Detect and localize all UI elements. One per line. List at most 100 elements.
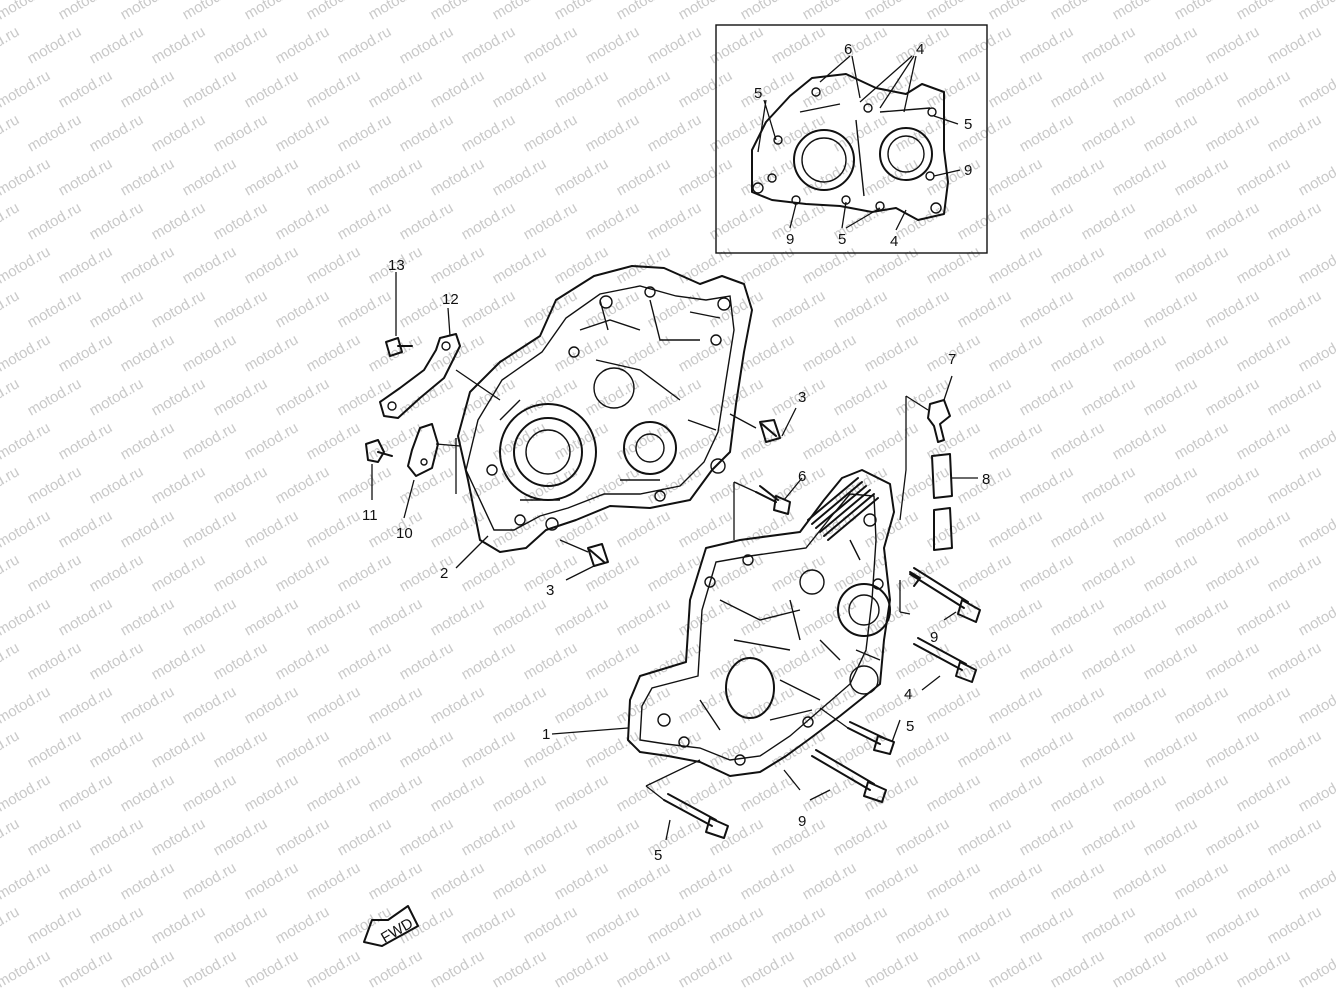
watermark-text: motod.ru <box>521 23 581 67</box>
callout-2: 2 <box>440 565 448 582</box>
watermark-text: motod.ru <box>955 23 1015 67</box>
watermark-text: motod.ru <box>1048 243 1108 287</box>
watermark-text: motod.ru <box>180 595 240 639</box>
watermark-text: motod.ru <box>490 947 550 991</box>
watermark-text: motod.ru <box>459 287 519 331</box>
watermark-text: motod.ru <box>1079 23 1139 67</box>
watermark-text: motod.ru <box>273 23 333 67</box>
callout-11: 11 <box>362 507 378 524</box>
watermark-text: motod.ru <box>1172 243 1232 287</box>
watermark-text: motod.ru <box>614 683 674 727</box>
watermark-text: motod.ru <box>1203 199 1263 243</box>
watermark-text: motod.ru <box>273 815 333 859</box>
watermark-text: motod.ru <box>1172 507 1232 551</box>
watermark-text: motod.ru <box>366 859 426 903</box>
watermark-text: motod.ru <box>614 947 674 991</box>
watermark-text: motod.ru <box>583 639 643 683</box>
watermark-text: motod.ru <box>738 771 798 815</box>
watermark-text: motod.ru <box>1048 331 1108 375</box>
watermark-text: motod.ru <box>1079 815 1139 859</box>
shift-leaders <box>371 272 501 519</box>
watermark-text: motod.ru <box>1172 595 1232 639</box>
watermark-text: motod.ru <box>645 903 705 947</box>
inset-callout-4-top: 4 <box>916 41 924 58</box>
watermark-text: motod.ru <box>56 507 116 551</box>
watermark-text: motod.ru <box>831 815 891 859</box>
watermark-text: motod.ru <box>490 67 550 111</box>
watermark-text: motod.ru <box>366 155 426 199</box>
watermark-text: motod.ru <box>800 947 860 991</box>
watermark-text: motod.ru <box>924 507 984 551</box>
watermark-text: motod.ru <box>1265 23 1325 67</box>
watermark-text: motod.ru <box>149 199 209 243</box>
watermark-text: motod.ru <box>614 507 674 551</box>
watermark-text: motod.ru <box>1048 947 1108 991</box>
watermark-text: motod.ru <box>490 0 550 23</box>
lever-roller <box>387 401 397 411</box>
watermark-text: motod.ru <box>1017 287 1077 331</box>
watermark-text: motod.ru <box>87 551 147 595</box>
watermark-text: motod.ru <box>118 419 178 463</box>
watermark-text: motod.ru <box>986 419 1046 463</box>
watermark-text: motod.ru <box>335 111 395 155</box>
watermark-text: motod.ru <box>25 199 85 243</box>
watermark-text: motod.ru <box>242 419 302 463</box>
watermark-text: motod.ru <box>397 727 457 771</box>
watermark-text: motod.ru <box>583 727 643 771</box>
watermark-text: motod.ru <box>1110 859 1170 903</box>
watermark-text: motod.ru <box>552 683 612 727</box>
watermark-text: motod.ru <box>118 0 178 23</box>
watermark-text: motod.ru <box>738 683 798 727</box>
crankcase-bolts <box>455 477 981 841</box>
watermark-text: motod.ru <box>0 243 53 287</box>
watermark-text: motod.ru <box>118 155 178 199</box>
watermark-text: motod.ru <box>1017 551 1077 595</box>
watermark-text: motod.ru <box>552 595 612 639</box>
watermark-text: motod.ru <box>769 727 829 771</box>
watermark-text: motod.ru <box>428 243 488 287</box>
watermark-text: motod.ru <box>335 551 395 595</box>
callout-5-lower: 5 <box>654 847 662 864</box>
watermark-text: motod.ru <box>180 771 240 815</box>
watermark-text: motod.ru <box>769 23 829 67</box>
watermark-text: motod.ru <box>428 155 488 199</box>
watermark-text: motod.ru <box>490 243 550 287</box>
watermark-text: motod.ru <box>118 683 178 727</box>
watermark-text: motod.ru <box>986 331 1046 375</box>
watermark-text: motod.ru <box>862 859 922 903</box>
watermark-text: motod.ru <box>490 683 550 727</box>
watermark-text: motod.ru <box>1079 111 1139 155</box>
watermark-text: motod.ru <box>924 243 984 287</box>
watermark-text: motod.ru <box>490 419 550 463</box>
watermark-text: motod.ru <box>118 67 178 111</box>
watermark-text: motod.ru <box>242 67 302 111</box>
watermark-text: motod.ru <box>583 23 643 67</box>
watermark-text: motod.ru <box>0 0 53 23</box>
watermark-text: motod.ru <box>1203 287 1263 331</box>
watermark-text: motod.ru <box>924 0 984 23</box>
inset-callout-9-bottom: 9 <box>786 231 794 248</box>
watermark-text: motod.ru <box>459 639 519 683</box>
bolt-9-upper <box>909 567 981 623</box>
watermark-text: motod.ru <box>1110 243 1170 287</box>
watermark-text: motod.ru <box>242 331 302 375</box>
lever-10 <box>407 423 439 477</box>
crankcase-left-ribs <box>499 299 721 501</box>
watermark-text: motod.ru <box>1265 903 1325 947</box>
watermark-text: motod.ru <box>1203 111 1263 155</box>
watermark-text: motod.ru <box>1017 639 1077 683</box>
crankshaft-seal-bore <box>837 583 891 637</box>
watermark-text: motod.ru <box>304 859 364 903</box>
watermark-text: motod.ru <box>893 375 953 419</box>
watermark-text: motod.ru <box>1265 639 1325 683</box>
watermark-text: motod.ru <box>707 287 767 331</box>
watermark-text: motod.ru <box>676 859 736 903</box>
watermark-text: motod.ru <box>490 595 550 639</box>
watermark-text: motod.ru <box>180 0 240 23</box>
watermark-text: motod.ru <box>645 287 705 331</box>
bolt-6 <box>755 485 791 515</box>
watermark-text: motod.ru <box>211 287 271 331</box>
watermark-text: motod.ru <box>428 683 488 727</box>
watermark-text: motod.ru <box>118 331 178 375</box>
watermark-text: motod.ru <box>56 683 116 727</box>
